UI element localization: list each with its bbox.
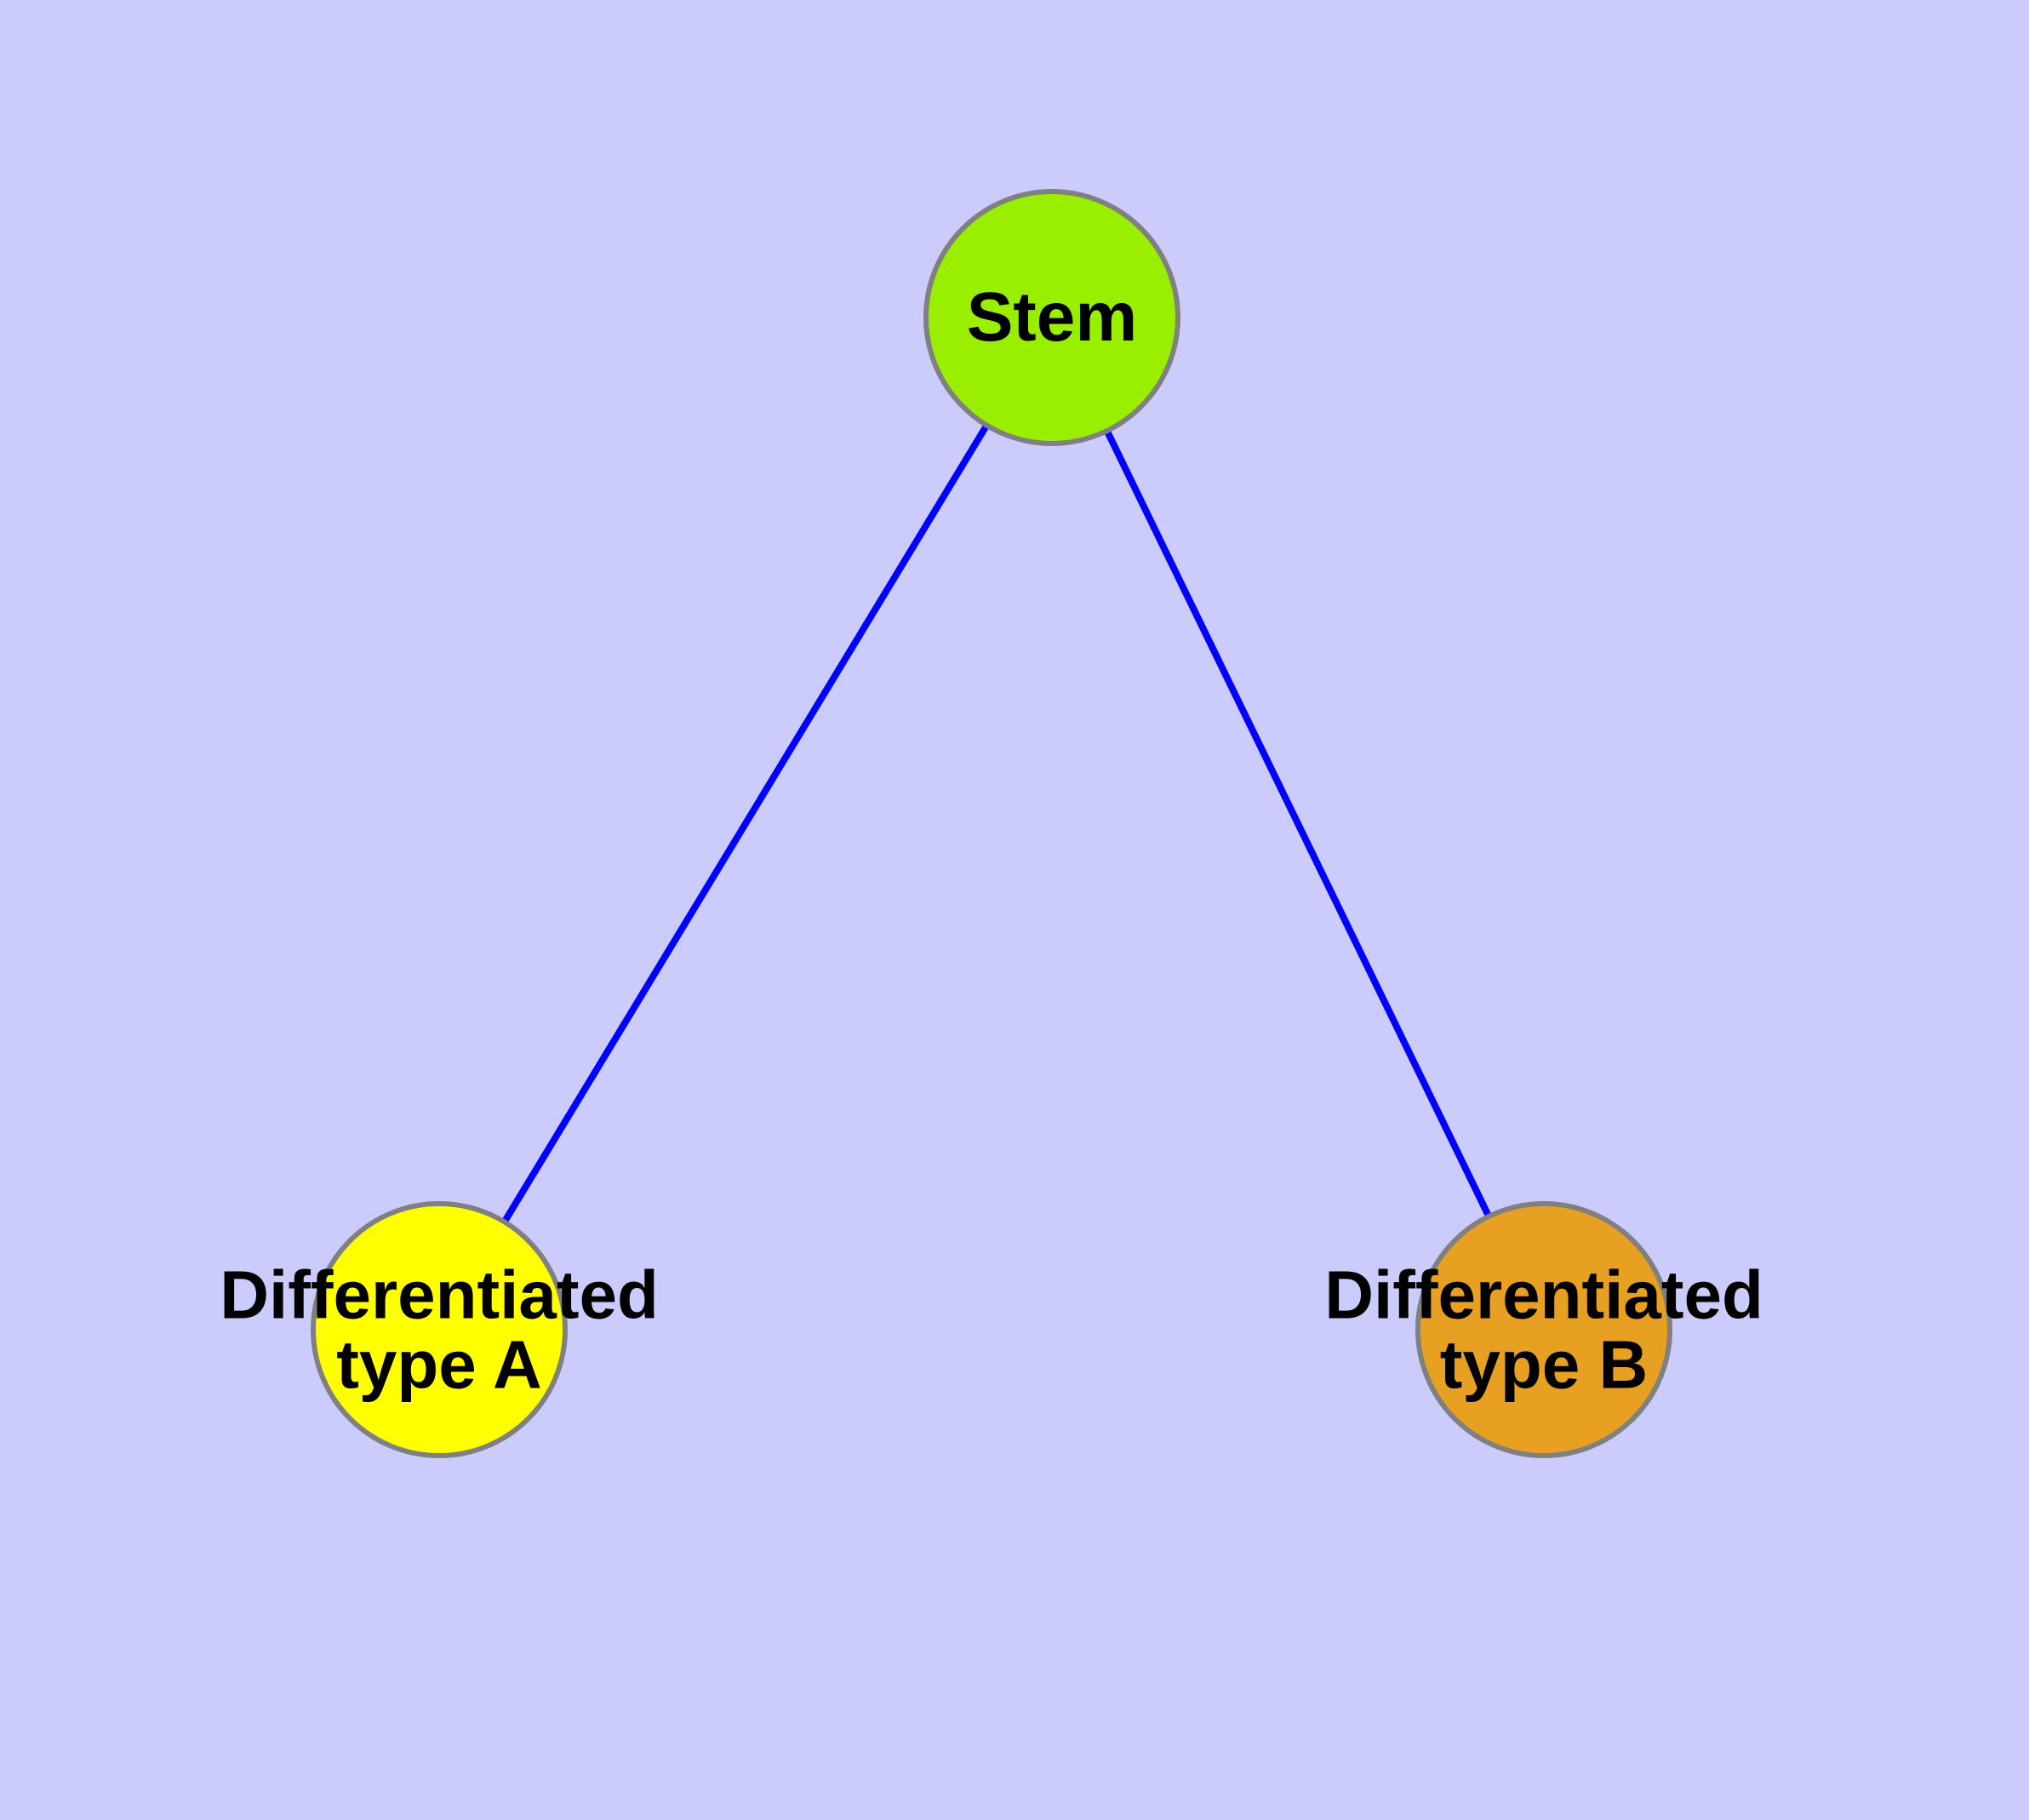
node-differentiated-type-b[interactable] xyxy=(1415,1201,1672,1458)
node-differentiated-type-a[interactable] xyxy=(311,1201,568,1458)
node-stem[interactable] xyxy=(923,189,1180,446)
edge-stem-to-differentiated-type-a[interactable] xyxy=(502,425,989,1222)
node-layer xyxy=(311,189,1672,1458)
edge-stem-to-differentiated-type-b[interactable] xyxy=(1104,431,1492,1216)
edge-layer xyxy=(502,425,1492,1222)
